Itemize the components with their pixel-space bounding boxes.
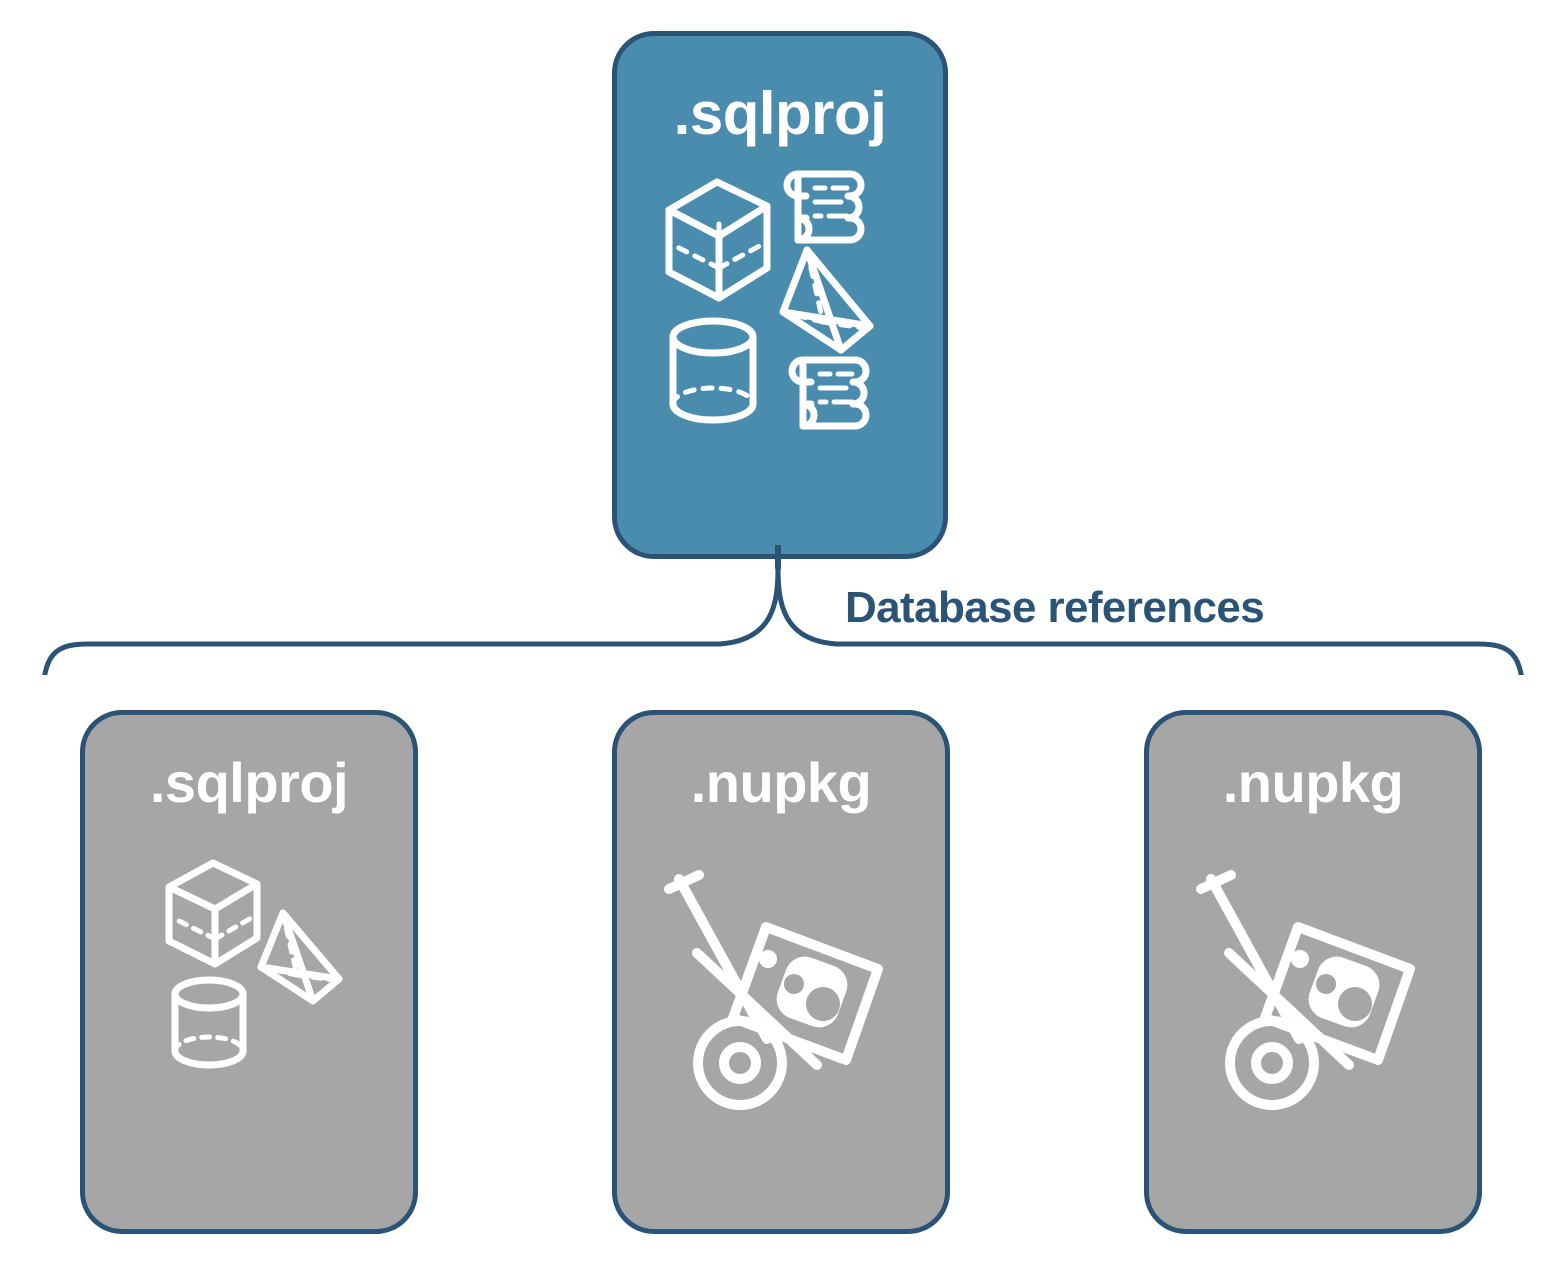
database-references-brace [42,545,1524,675]
pyramid-icon [257,909,343,1005]
cylinder-icon [171,976,247,1069]
scroll-icon [788,356,870,430]
database-objects-illustration [165,859,343,1069]
reference-node-nupkg-1-label: .nupkg [690,751,872,814]
cube-icon [665,178,771,302]
cube-icon [165,859,261,968]
reference-node-nupkg-1[interactable]: .nupkg [612,710,950,1234]
reference-node-nupkg-1-artwork [617,811,945,1229]
reference-node-sqlproj[interactable]: .sqlproj [80,710,418,1234]
reference-node-nupkg-2-label: .nupkg [1222,751,1404,814]
nuget-package-icon [728,922,883,1065]
nuget-delivery-illustration [664,870,883,1110]
nuget-delivery-illustration [1196,870,1415,1110]
reference-node-sqlproj-artwork [85,811,413,1229]
sqlproj-project-node[interactable]: .sqlproj [612,31,948,559]
sqlproj-project-node-artwork [617,144,943,554]
database-objects-illustration [665,170,874,430]
pyramid-icon [779,246,874,354]
reference-node-nupkg-2-artwork [1149,811,1477,1229]
sqlproj-project-node-label: .sqlproj [673,80,887,147]
scroll-icon [783,170,865,244]
reference-node-nupkg-2[interactable]: .nupkg [1144,710,1482,1234]
nuget-package-icon [1260,922,1415,1065]
hand-truck-icon [664,870,822,1110]
cylinder-icon [669,317,757,424]
database-references-label: Database references [845,583,1265,632]
reference-node-sqlproj-label: .sqlproj [149,751,349,814]
